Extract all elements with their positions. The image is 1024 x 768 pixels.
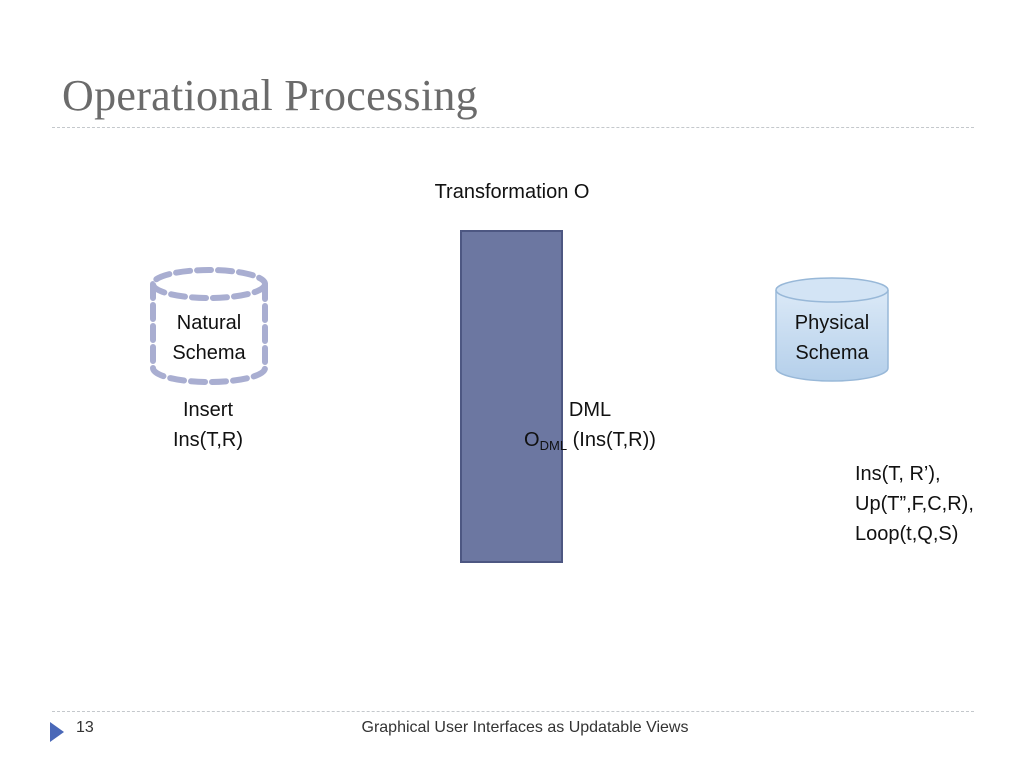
slide-title: Operational Processing (62, 71, 478, 120)
natural-schema-cylinder (150, 267, 268, 385)
physical-schema-line1: Physical (794, 312, 870, 334)
dml-line1: DML (568, 399, 612, 421)
physical-operations-label: Ins(T, R’), Up(T”,F,C,R), Loop(t,Q,S) (855, 459, 1015, 549)
insert-label: Insert Ins(T,R) (118, 395, 298, 455)
output-line2: Up(T”,F,C,R), (855, 493, 974, 515)
dml-operator: O (524, 429, 540, 451)
output-line3: Loop(t,Q,S) (855, 523, 959, 545)
output-line1: Ins(T, R’), (855, 463, 941, 485)
natural-schema-label: Natural Schema (148, 308, 270, 368)
physical-schema-label: Physical Schema (772, 308, 892, 368)
insert-line2: Ins(T,R) (173, 429, 243, 451)
page-number: 13 (76, 719, 94, 736)
dml-label: DML ODML (Ins(T,R)) (470, 395, 710, 457)
insert-line1: Insert (182, 399, 234, 421)
transformation-label: Transformation O (434, 181, 590, 203)
physical-schema-line2: Schema (795, 342, 869, 364)
footer-arrow-icon (50, 722, 64, 742)
physical-schema-cylinder (775, 277, 889, 382)
footer-title: Graphical User Interfaces as Updatable V… (361, 719, 689, 736)
transformation-bar (460, 230, 563, 563)
footer-divider (52, 711, 974, 712)
natural-schema-line1: Natural (176, 312, 242, 334)
dml-operator-subscript: DML (539, 438, 568, 453)
title-divider (52, 127, 974, 128)
dml-operator-args: (Ins(T,R)) (567, 429, 656, 451)
natural-schema-line2: Schema (172, 342, 246, 364)
